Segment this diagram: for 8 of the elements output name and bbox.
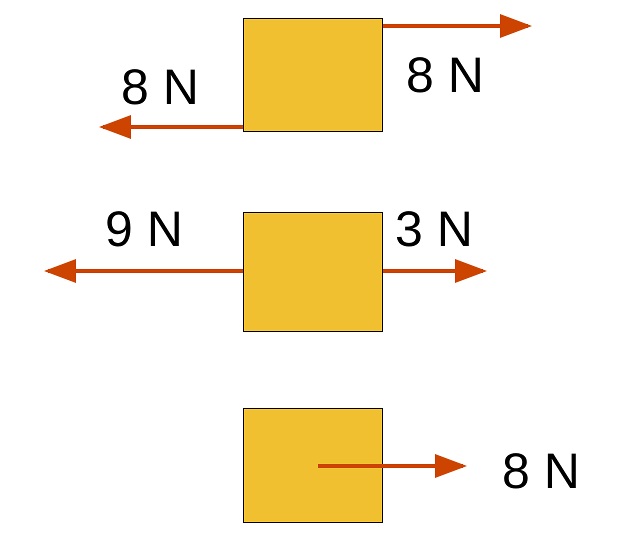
block [243, 212, 383, 332]
force-value: 8 N [406, 50, 484, 100]
force-value: 8 N [121, 62, 199, 112]
block [243, 408, 383, 523]
force-value: 3 N [395, 204, 473, 254]
force-value: 8 N [502, 446, 580, 496]
force-value: 9 N [105, 204, 183, 254]
block [243, 18, 383, 132]
